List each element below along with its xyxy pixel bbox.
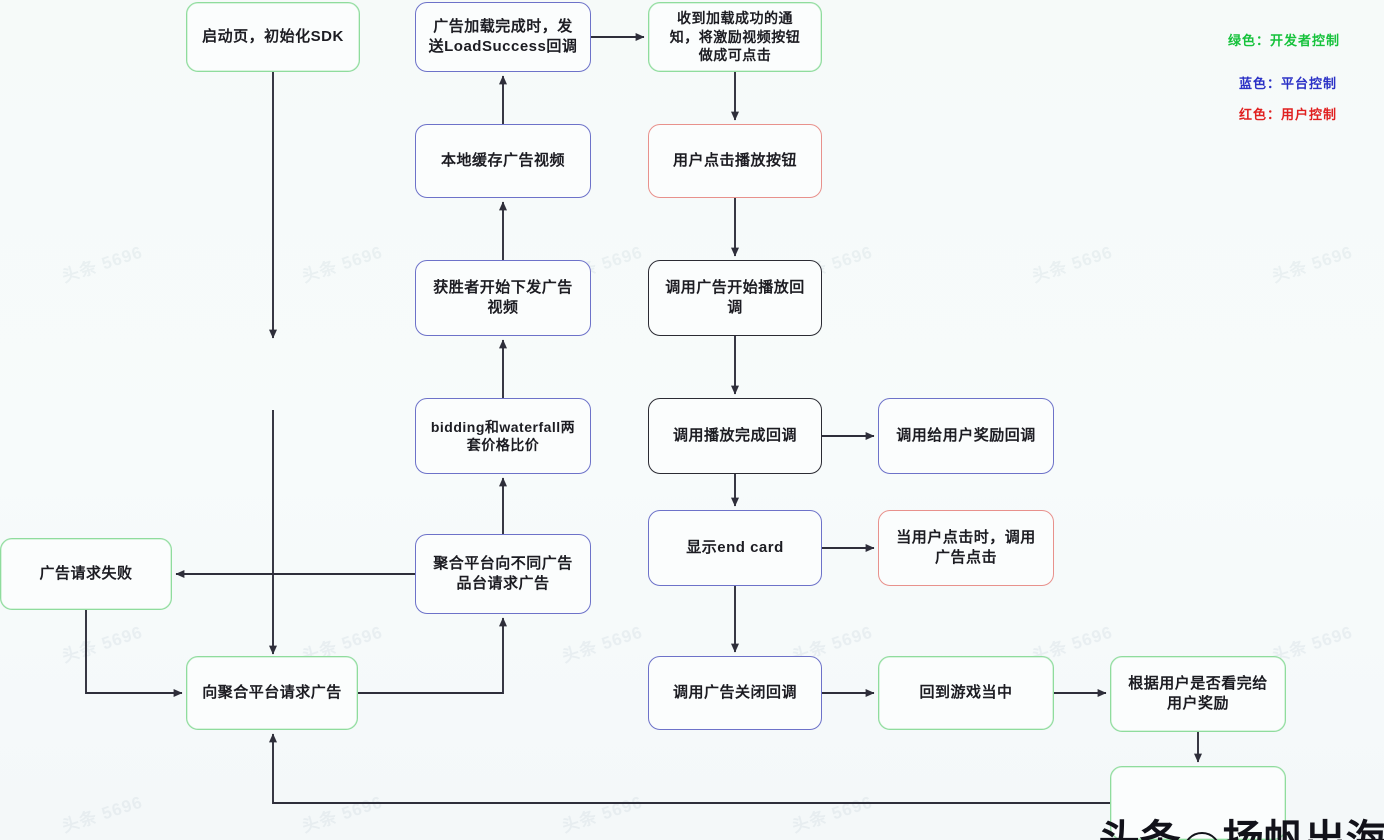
node-label-ad-request-fail: 广告请求失败 xyxy=(39,565,133,583)
background-watermark: 头条 5696 xyxy=(1269,242,1356,287)
node-bidding-waterfall[interactable]: bidding和waterfall两 套价格比价 xyxy=(415,398,591,474)
legend-green: 绿色：开发者控制 xyxy=(1228,33,1341,48)
node-cache-video[interactable]: 本地缓存广告视频 xyxy=(415,124,591,198)
node-user-click-play[interactable]: 用户点击播放按钮 xyxy=(648,124,822,198)
node-winner-deliver[interactable]: 获胜者开始下发广告 视频 xyxy=(415,260,591,336)
node-label-reward-user-cb: 调用给用户奖励回调 xyxy=(896,427,1036,445)
node-request-networks[interactable]: 聚合平台向不同广告 品台请求广告 xyxy=(415,534,591,614)
edge-fail-to-mediation xyxy=(85,610,183,697)
node-label-request-mediation: 向聚合平台请求广告 xyxy=(202,684,342,702)
background-watermark: 头条 5696 xyxy=(789,792,876,837)
node-label-show-end-card: 显示end card xyxy=(686,539,784,557)
node-label-back-to-game: 回到游戏当中 xyxy=(919,684,1013,702)
at-icon: @ xyxy=(1182,832,1221,840)
background-watermark: 头条 5696 xyxy=(59,622,146,667)
node-label-reward-if-finished: 根据用户是否看完给 用户奖励 xyxy=(1128,675,1268,712)
brand-suffix: 扬帆出海 xyxy=(1222,817,1384,840)
node-label-ad-click-cb: 当用户点击时，调用 广告点击 xyxy=(896,529,1036,566)
node-reward-if-finished[interactable]: 根据用户是否看完给 用户奖励 xyxy=(1110,656,1286,732)
node-label-winner-deliver: 获胜者开始下发广告 视频 xyxy=(433,279,573,316)
edge-mediation-to-networks xyxy=(358,617,507,694)
brand-watermark: 头条@扬帆出海 xyxy=(1053,779,1384,840)
node-load-success-cb[interactable]: 广告加载完成时，发 送LoadSuccess回调 xyxy=(415,2,591,72)
background-watermark: 头条 5696 xyxy=(559,792,646,837)
node-ad-close-cb[interactable]: 调用广告关闭回调 xyxy=(648,656,822,730)
node-label-ad-close-cb: 调用广告关闭回调 xyxy=(672,684,797,702)
node-enable-button[interactable]: 收到加载成功的通 知，将激励视频按钮 做成可点击 xyxy=(648,2,822,72)
node-label-init-sdk: 启动页，初始化SDK xyxy=(202,28,344,46)
node-show-end-card[interactable]: 显示end card xyxy=(648,510,822,586)
background-watermark: 头条 5696 xyxy=(1029,242,1116,287)
node-request-mediation[interactable]: 向聚合平台请求广告 xyxy=(186,656,358,730)
node-init-sdk[interactable]: 启动页，初始化SDK xyxy=(186,2,360,72)
node-label-ad-start-play-cb: 调用广告开始播放回 调 xyxy=(665,279,805,316)
node-play-complete-cb[interactable]: 调用播放完成回调 xyxy=(648,398,822,474)
background-watermark: 头条 5696 xyxy=(559,622,646,667)
node-ad-click-cb[interactable]: 当用户点击时，调用 广告点击 xyxy=(878,510,1054,586)
node-label-request-networks: 聚合平台向不同广告 品台请求广告 xyxy=(433,555,573,592)
node-ad-start-play-cb[interactable]: 调用广告开始播放回 调 xyxy=(648,260,822,336)
background-watermark: 头条 5696 xyxy=(299,792,386,837)
edge-next-to-mediation-loop xyxy=(269,733,1110,804)
node-label-user-click-play: 用户点击播放按钮 xyxy=(672,152,797,170)
background-watermark: 头条 5696 xyxy=(299,242,386,287)
node-back-to-game[interactable]: 回到游戏当中 xyxy=(878,656,1054,730)
node-ad-request-fail[interactable]: 广告请求失败 xyxy=(0,538,172,610)
node-label-bidding-waterfall: bidding和waterfall两 套价格比价 xyxy=(430,418,576,453)
node-label-play-complete-cb: 调用播放完成回调 xyxy=(672,427,797,445)
legend-blue: 蓝色：平台控制 xyxy=(1239,76,1338,91)
background-watermark: 头条 5696 xyxy=(59,242,146,287)
legend-red: 红色：用户控制 xyxy=(1239,107,1338,122)
node-label-cache-video: 本地缓存广告视频 xyxy=(440,152,565,170)
brand-prefix: 头条 xyxy=(1098,817,1181,840)
node-reward-user-cb[interactable]: 调用给用户奖励回调 xyxy=(878,398,1054,474)
node-label-load-success-cb: 广告加载完成时，发 送LoadSuccess回调 xyxy=(428,18,578,55)
node-label-enable-button: 收到加载成功的通 知，将激励视频按钮 做成可点击 xyxy=(669,10,801,64)
background-watermark: 头条 5696 xyxy=(59,792,146,837)
